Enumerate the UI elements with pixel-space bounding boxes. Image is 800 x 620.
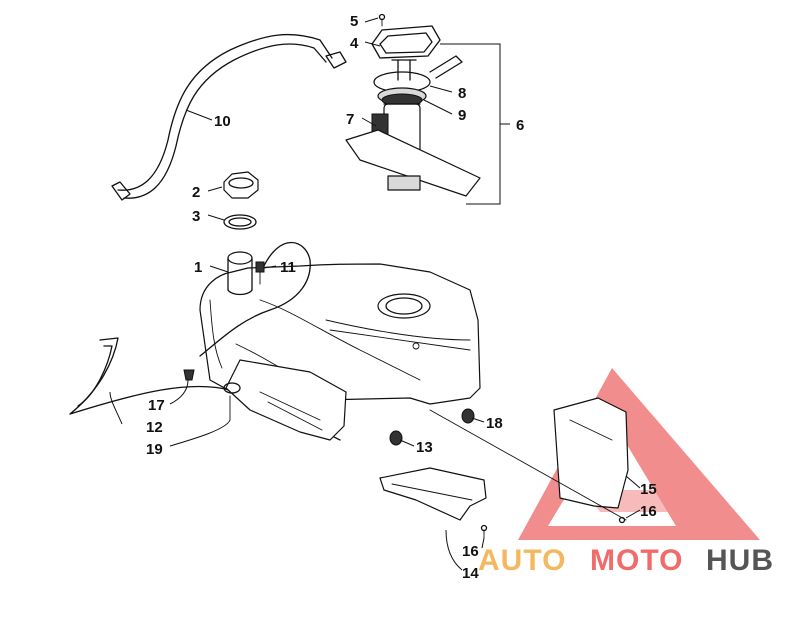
brand-auto: AUTO [478, 544, 566, 577]
part-4-gasket [371, 25, 441, 59]
callout-8: 8 [458, 85, 466, 102]
part-9-pump-seal [377, 87, 427, 107]
bracket-6 [440, 43, 510, 205]
callout-5: 5 [350, 13, 358, 30]
pump-filter-sock [345, 129, 481, 197]
part-13-grommet [389, 430, 403, 446]
callout-4: 4 [350, 35, 359, 52]
part-19-pin [223, 382, 241, 421]
callout-9: 9 [458, 107, 466, 124]
callout-13: 13 [416, 439, 433, 456]
callout-3: 3 [192, 208, 200, 225]
brand-moto: MOTO [590, 544, 683, 577]
callout-6: 6 [516, 117, 524, 134]
callout-16b: 16 [462, 543, 479, 560]
part-17-grommet [183, 369, 195, 381]
callout-2: 2 [192, 184, 200, 201]
part-3-cap-gasket [223, 214, 257, 230]
mount-line [429, 409, 627, 521]
callout-12: 12 [146, 419, 163, 436]
callout-14: 14 [462, 565, 479, 582]
part-11-vent-fitting [255, 261, 265, 285]
watermark-logo [518, 368, 760, 540]
callout-11: 11 [280, 259, 296, 276]
part-16-screw-a [618, 516, 626, 524]
part-18-grommet [461, 408, 475, 424]
part-16-screw-b [480, 524, 488, 539]
callout-7: 7 [346, 111, 354, 128]
callout-1: 1 [194, 259, 202, 276]
part-2-fuel-cap [223, 171, 259, 199]
part-10-vent-hose [111, 33, 347, 201]
callout-17: 17 [148, 397, 165, 414]
callout-10: 10 [214, 113, 231, 130]
tank-skid-plate [225, 359, 347, 441]
part-15-heat-shield [553, 397, 629, 509]
leader-lines [109, 17, 641, 571]
callout-16a: 16 [640, 503, 657, 520]
callout-numbers: 5 4 8 9 7 6 10 2 3 1 11 17 12 19 13 18 1… [146, 13, 657, 582]
part-8-fuel-pump-flange [373, 55, 463, 93]
part-14-heat-shield [379, 467, 487, 521]
part-5-screw [378, 13, 386, 27]
brand-hub: HUB [706, 544, 774, 577]
callout-18: 18 [486, 415, 503, 432]
callout-19: 19 [146, 441, 163, 458]
callout-15: 15 [640, 481, 657, 498]
watermark-brand-text: AUTO MOTO HUB [478, 544, 774, 577]
